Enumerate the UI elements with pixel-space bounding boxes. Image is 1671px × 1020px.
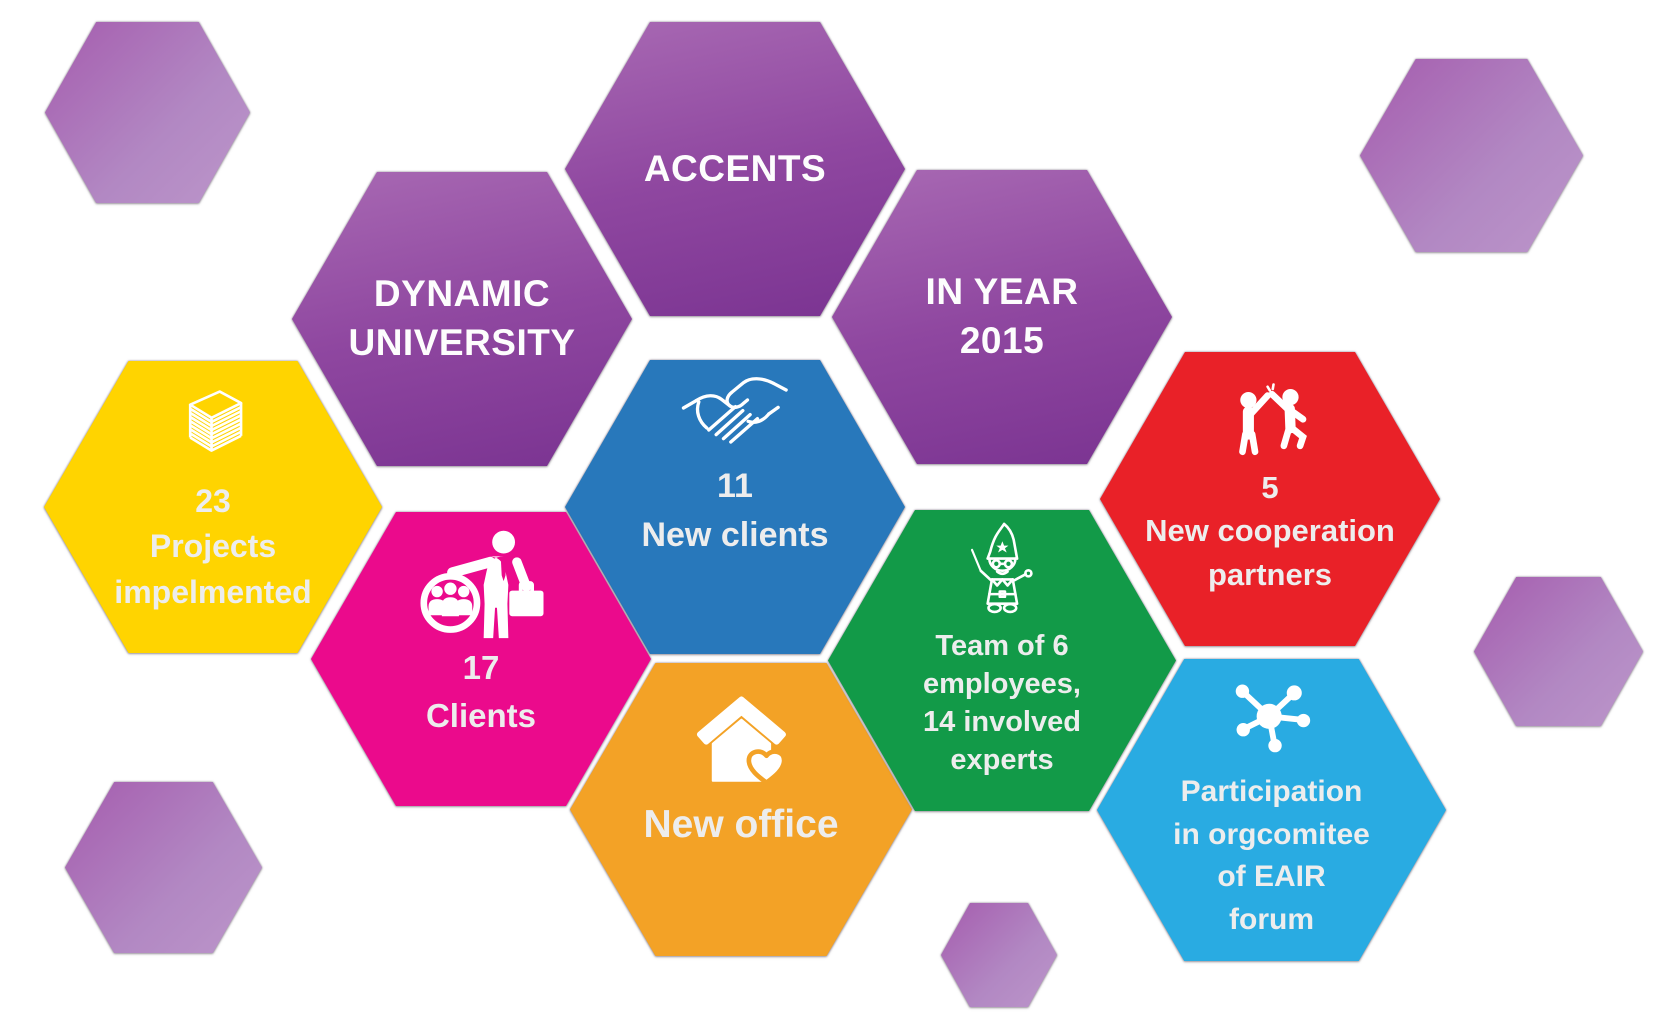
- hexagon-stat-projects: 23 Projects impelmented: [44, 361, 382, 653]
- documents-stack-icon: [188, 390, 243, 452]
- stat-label-line: Team of 6: [935, 630, 1069, 662]
- decorative-hexagon-middle-right: [1474, 577, 1643, 726]
- stat-label-line: employees,: [923, 667, 1081, 700]
- stat-label-line: Projects: [149, 528, 277, 565]
- hexagon-stat-new-office: New office: [570, 663, 912, 956]
- hexagon-stat-team: Team of 6 employees, 14 involved experts: [828, 510, 1176, 811]
- stat-value: 17: [462, 649, 500, 686]
- network-icon: [1235, 684, 1310, 753]
- title-text: DYNAMIC: [373, 273, 551, 315]
- stat-label-line: Clients: [425, 696, 537, 734]
- hexagon-title-dynamic-university: DYNAMIC UNIVERSITY: [292, 172, 632, 466]
- high-five-icon: [1239, 383, 1308, 456]
- hexagon-shape: [1360, 59, 1583, 252]
- stat-label-line: Participation: [1180, 775, 1363, 808]
- stat-label-line: partners: [1207, 556, 1333, 592]
- title-text: UNIVERSITY: [348, 322, 576, 363]
- hexagon-shape: [565, 22, 905, 316]
- house-heart-icon: [696, 696, 786, 785]
- hexagon-shape: [45, 22, 250, 203]
- stat-value: 11: [717, 467, 753, 505]
- stat-label-line: 14 involved: [923, 705, 1081, 738]
- hexagon-title-in-year-2015: IN YEAR 2015: [832, 170, 1172, 464]
- stat-label-line: New cooperation: [1145, 513, 1395, 549]
- stat-label-line: experts: [950, 743, 1054, 776]
- title-text: 2015: [959, 320, 1045, 361]
- decorative-hexagon-top-right: [1360, 59, 1583, 252]
- stat-label-line: in orgcomitee: [1173, 817, 1370, 851]
- gnome-icon: [970, 522, 1033, 614]
- hexagon-title-accents: ACCENTS: [565, 22, 905, 316]
- title-text: IN YEAR: [925, 271, 1079, 313]
- stat-label-line: impelmented: [114, 573, 312, 610]
- decorative-hexagon-top-left: [45, 22, 250, 203]
- hexagon-stat-partners: 5 New cooperation partners: [1100, 352, 1440, 646]
- stat-label-line: New clients: [641, 516, 829, 555]
- stat-label-line: forum: [1229, 902, 1314, 936]
- stat-value: 5: [1261, 470, 1279, 505]
- handshake-icon: [681, 377, 788, 444]
- title-text: ACCENTS: [643, 147, 827, 189]
- stat-label-line: New office: [643, 803, 839, 846]
- hexagon-stat-clients: 17 Clients: [311, 512, 651, 806]
- hexagon-shape: [828, 510, 1176, 811]
- hexagon-stat-new-clients: 11 New clients: [565, 360, 905, 654]
- businessman-clients-icon: [420, 530, 544, 639]
- decorative-hexagon-bottom-center: [941, 903, 1057, 1007]
- stat-label-line: of EAIR: [1217, 860, 1326, 894]
- hexagon-shape: [65, 782, 262, 953]
- stat-value: 23: [195, 483, 231, 519]
- hexagon-stat-eair-forum: Participation in orgcomitee of EAIR foru…: [1097, 659, 1446, 961]
- decorative-hexagon-bottom-left: [65, 782, 262, 953]
